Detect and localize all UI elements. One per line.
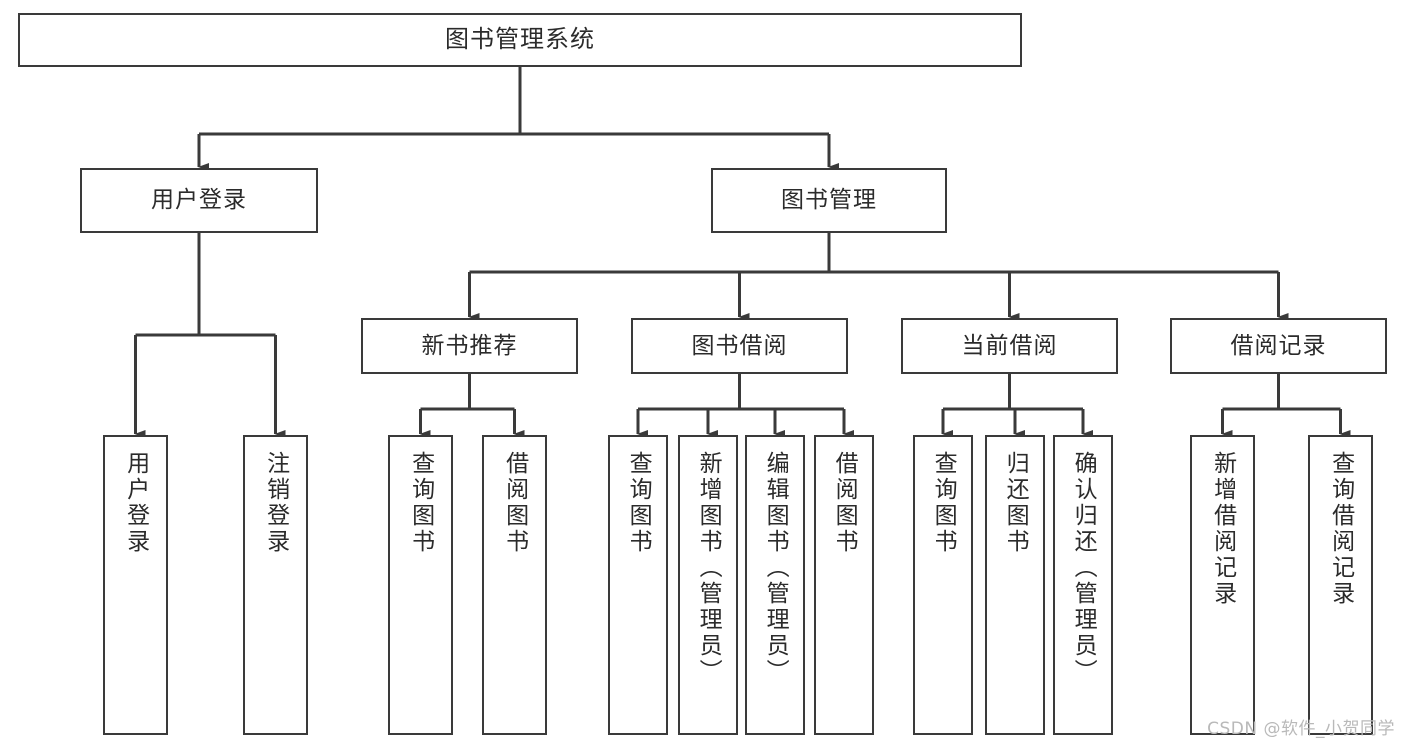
node-current-borrow[interactable]: 当前借阅 bbox=[901, 318, 1118, 374]
node-leaf-confirm-return[interactable]: 确认归还（管理员） bbox=[1053, 435, 1113, 735]
node-label: 图书管理 bbox=[781, 187, 877, 214]
node-label: 归还图书 bbox=[1002, 451, 1029, 555]
node-label: 当前借阅 bbox=[961, 332, 1058, 359]
node-label: 用户登录 bbox=[151, 187, 247, 214]
node-book-manage[interactable]: 图书管理 bbox=[711, 168, 947, 233]
node-user-login[interactable]: 用户登录 bbox=[80, 168, 318, 233]
node-borrow-record[interactable]: 借阅记录 bbox=[1170, 318, 1387, 374]
node-leaf-borrow-book-1[interactable]: 借阅图书 bbox=[482, 435, 547, 735]
node-label: 新书推荐 bbox=[421, 332, 518, 359]
node-leaf-query-book-3[interactable]: 查询图书 bbox=[913, 435, 973, 735]
node-label: 借阅图书 bbox=[501, 451, 528, 555]
node-leaf-add-book[interactable]: 新增图书（管理员） bbox=[678, 435, 738, 735]
node-leaf-edit-book[interactable]: 编辑图书（管理员） bbox=[745, 435, 805, 735]
node-root[interactable]: 图书管理系统 bbox=[18, 13, 1022, 67]
node-leaf-query-record[interactable]: 查询借阅记录 bbox=[1308, 435, 1373, 735]
node-label: 图书管理系统 bbox=[445, 25, 595, 54]
node-label: 借阅图书 bbox=[831, 451, 858, 555]
node-leaf-add-record[interactable]: 新增借阅记录 bbox=[1190, 435, 1255, 735]
node-label: 查询图书 bbox=[625, 451, 652, 555]
node-label: 新增图书（管理员） bbox=[695, 451, 722, 685]
node-label: 借阅记录 bbox=[1230, 332, 1327, 359]
node-label: 查询图书 bbox=[930, 451, 957, 555]
node-label: 查询图书 bbox=[407, 451, 434, 555]
node-leaf-query-book-2[interactable]: 查询图书 bbox=[608, 435, 668, 735]
node-leaf-user-logout[interactable]: 注销登录 bbox=[243, 435, 308, 735]
node-leaf-query-book-1[interactable]: 查询图书 bbox=[388, 435, 453, 735]
node-leaf-user-login[interactable]: 用户登录 bbox=[103, 435, 168, 735]
node-new-book-rec[interactable]: 新书推荐 bbox=[361, 318, 578, 374]
node-label: 新增借阅记录 bbox=[1209, 451, 1236, 607]
node-label: 确认归还（管理员） bbox=[1070, 451, 1097, 685]
node-book-borrow[interactable]: 图书借阅 bbox=[631, 318, 848, 374]
node-label: 注销登录 bbox=[262, 451, 289, 555]
node-label: 图书借阅 bbox=[691, 332, 788, 359]
watermark: CSDN @软件_小贺同学 bbox=[1207, 719, 1395, 739]
node-label: 查询借阅记录 bbox=[1327, 451, 1354, 607]
node-leaf-borrow-book-2[interactable]: 借阅图书 bbox=[814, 435, 874, 735]
node-label: 编辑图书（管理员） bbox=[762, 451, 789, 685]
node-leaf-return-book[interactable]: 归还图书 bbox=[985, 435, 1045, 735]
node-label: 用户登录 bbox=[122, 451, 149, 555]
